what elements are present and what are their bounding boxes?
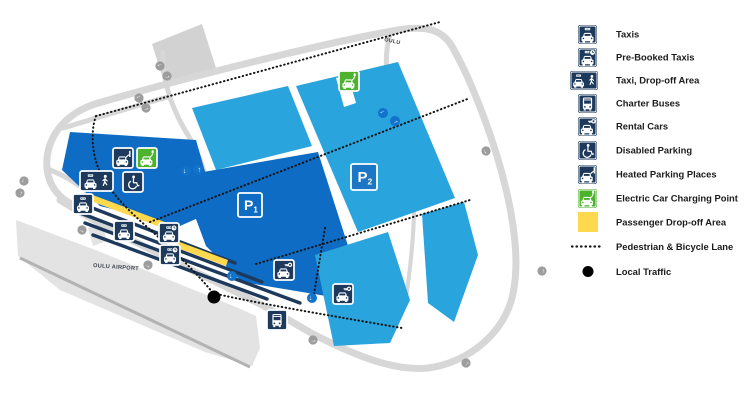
map-icon-taxi-1 — [72, 193, 94, 215]
taxi-drop-off-icon — [570, 71, 598, 90]
parking-area-south-right — [422, 202, 478, 322]
arrow-icon: → — [182, 168, 189, 175]
legend-item-disabled-parking: Disabled Parking — [578, 141, 692, 160]
arrow-icon: → — [378, 107, 388, 117]
heated-parking-icon — [578, 165, 597, 184]
arrow-icon: → — [309, 337, 317, 345]
svg-text:Taxi, Drop-off Area: Taxi, Drop-off Area — [616, 75, 700, 86]
legend-item-pedestrian-bicycle: Pedestrian & Bicycle Lane — [570, 241, 733, 252]
svg-text:P1: P1 — [244, 197, 258, 215]
ev-charging-icon — [578, 189, 597, 208]
parking-area-upper-slab — [192, 86, 312, 170]
arrow-icon: → — [142, 104, 151, 113]
wheelchair-icon — [578, 141, 597, 160]
arrow-icon: → — [481, 147, 490, 156]
arrow-icon: → — [308, 295, 315, 302]
pedestrian-path-south — [212, 292, 403, 329]
arrow-icon: → — [462, 359, 472, 369]
terminal-front-road — [56, 196, 317, 338]
pedestrian-bicycle-paths — [91, 21, 471, 329]
map-icon-ev-charging-2 — [338, 70, 360, 92]
svg-text:Charter Buses: Charter Buses — [616, 98, 680, 109]
legend-item-heated-parking: Heated Parking Places — [578, 165, 717, 184]
passenger-dropoff-stripe — [88, 194, 228, 266]
passenger-drop-off-swatch — [578, 212, 598, 232]
pedestrian-path-top — [95, 21, 441, 117]
local-traffic-dot — [582, 266, 594, 277]
parking-area-p2 — [296, 62, 455, 232]
arrow-icon: → — [77, 226, 86, 235]
arrow-icon: → — [196, 167, 203, 174]
svg-text:Pedestrian & Bicycle Lane: Pedestrian & Bicycle Lane — [616, 241, 733, 252]
bus-icon — [578, 94, 597, 113]
local-traffic-marker — [207, 290, 221, 304]
legend-item-passenger-drop-off: Passenger Drop-off Area — [578, 212, 727, 232]
pedestrian-path-diagonal-upper — [149, 97, 471, 223]
svg-text:Local Traffic: Local Traffic — [616, 266, 671, 277]
map-icon-taxi-2 — [113, 220, 135, 242]
svg-text:P2: P2 — [358, 169, 373, 187]
terminal-building — [16, 220, 260, 369]
map-icon-taxi-dropoff — [79, 170, 114, 192]
svg-text:Heated Parking Places: Heated Parking Places — [616, 169, 717, 180]
rental-car-icon — [578, 117, 597, 136]
svg-text:Taxis: Taxis — [616, 29, 639, 40]
road-destination-label: OULU — [384, 37, 401, 46]
svg-text:Rental Cars: Rental Cars — [616, 121, 668, 132]
pedestrian-path-cross — [312, 227, 326, 301]
legend-item-pre-booked-taxis: Pre-Booked Taxis — [578, 48, 695, 67]
airport-name-label: OULU AIRPORT — [93, 263, 140, 272]
map-icon-heated-parking — [112, 147, 134, 169]
arrow-icon: → — [16, 189, 25, 198]
arrow-icon: → — [19, 176, 28, 185]
map-icon-rental-cars-2 — [332, 283, 354, 305]
arrow-icon: → — [539, 267, 547, 275]
map-icon-charter-buses — [266, 309, 288, 331]
svg-text:Electric Car Charging Point: Electric Car Charging Point — [616, 193, 738, 204]
arrow-icon: → — [134, 93, 143, 102]
road-direction-arrows: → → → → → → → → → → → → — [15, 61, 547, 369]
map-icon-disabled-parking — [122, 171, 144, 193]
legend-item-ev-charging: Electric Car Charging Point — [578, 189, 738, 208]
legend-item-charter-buses: Charter Buses — [578, 94, 680, 113]
arrow-icon: → — [228, 273, 235, 280]
arrow-icon: → — [163, 72, 172, 81]
pedestrian-path-left — [91, 115, 214, 294]
map-icon-prebooked-taxi-1 — [158, 222, 180, 244]
pre-booked-taxi-icon — [578, 48, 597, 67]
legend-item-rental-cars: Rental Cars — [578, 117, 668, 136]
map-icon-ev-charging-1 — [136, 147, 158, 169]
svg-text:Disabled Parking: Disabled Parking — [616, 145, 692, 156]
legend-item-taxi-drop-off: Taxi, Drop-off Area — [570, 71, 700, 90]
arrow-icon: → — [143, 261, 152, 270]
p1-sign: P1 — [237, 192, 263, 218]
legend-item-taxis: Taxis — [578, 25, 639, 44]
arrow-icon: → — [391, 117, 401, 127]
crossing-arrows: → → → → → → — [181, 107, 401, 303]
legend-item-local-traffic: Local Traffic — [582, 266, 671, 277]
map-icon-rental-cars-1 — [273, 259, 295, 281]
svg-text:Pre-Booked Taxis: Pre-Booked Taxis — [616, 52, 695, 63]
taxi-icon — [578, 25, 597, 44]
p2-sign: P2 — [350, 163, 378, 191]
svg-text:Passenger Drop-off Area: Passenger Drop-off Area — [616, 217, 727, 228]
ring-road — [91, 24, 520, 373]
map-icon-prebooked-taxi-2 — [159, 244, 181, 266]
arrow-icon: → — [155, 61, 164, 70]
legend: Taxis Pre-Booked Taxis Taxi, Drop-off Ar… — [570, 25, 738, 277]
